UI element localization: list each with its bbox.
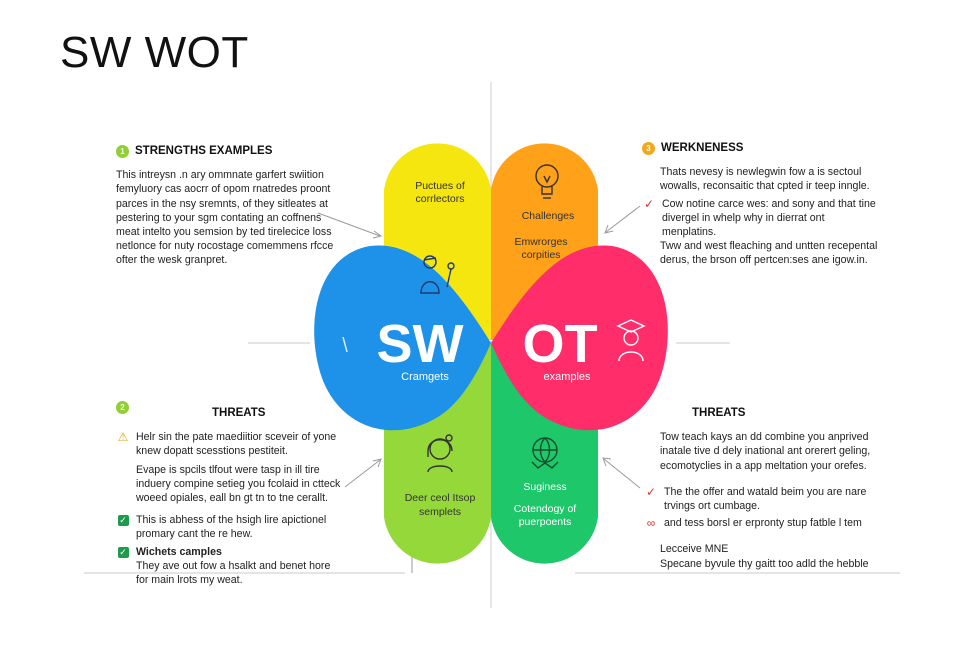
- threats-left-heading-row: 2 THREATS: [116, 401, 376, 420]
- threats-left-p4: They ave out fow a hsalkt and benet hore…: [136, 559, 331, 587]
- weakness-panel: 3 WERKNENESS Thats nevesy is newlegwin f…: [642, 141, 912, 268]
- check-mark-icon: ✓: [645, 484, 657, 499]
- weakness-line-7: derus, the brson off pertcen:ses ane igo…: [660, 254, 868, 267]
- threats-left-panel: 2 THREATS ⚠ Helr sin the pate maediitior…: [116, 401, 376, 588]
- weakness-line-5: menplatins.: [662, 226, 717, 239]
- green-right-label-3: puerpoents: [519, 516, 572, 528]
- center-sub-left: Cramgets: [401, 371, 449, 383]
- green-left-label-2: semplets: [419, 506, 461, 518]
- strengths-text: This intreysn .n ary ommnate garfert swi…: [116, 169, 334, 267]
- strengths-panel: 1 STRENGTHS EXAMPLES This intreysn .n ar…: [116, 144, 366, 268]
- checkbox-checked-icon: ✓: [117, 546, 129, 558]
- threats-right-p2: The the offer and watald beim you are na…: [664, 485, 867, 513]
- threats-right-p3: and tess borsl er erpronty stup fatble l…: [664, 517, 862, 530]
- threats-left-p3: This is abhess of the hsigh lire apictio…: [136, 514, 327, 541]
- weakness-line-1: Thats nevesy is newlegwin fow a is secto…: [660, 166, 862, 179]
- center-left-mark: \: [342, 335, 348, 357]
- threats-left-row-4: ✓ Wichets camples They ave out fow a hsa…: [116, 545, 376, 588]
- orange-label-1: Challenges: [522, 210, 575, 222]
- link-icon: ∞: [646, 516, 656, 531]
- pointer-arrows: [317, 205, 641, 573]
- weakness-line-2: wowalls, reconsaitic that cpted ir teep …: [660, 180, 870, 193]
- graduate-icon: [616, 319, 646, 362]
- person-icon: [420, 255, 455, 294]
- threats-right-p1: Tow teach kays an dd combine you anprive…: [660, 431, 871, 472]
- orange-label-2: Emwrorges: [514, 236, 567, 248]
- weakness-check-row: ✓ Cow notine carce wes: and sony and tha…: [642, 197, 912, 240]
- weakness-heading: WERKNENESS: [661, 142, 744, 154]
- check-mark-icon: ✓: [643, 196, 655, 211]
- strengths-heading: STRENGTHS EXAMPLES: [135, 145, 273, 157]
- threats-right-row-3: ∞ and tess borsl er erpronty stup fatble…: [644, 516, 906, 530]
- threats-left-badge: 2: [116, 401, 129, 414]
- threats-right-heading-row: THREATS: [644, 406, 906, 420]
- threats-left-row-1: ⚠ Helr sin the pate maediitior sceveir o…: [116, 430, 376, 458]
- center-letters-ot: OT: [523, 314, 598, 374]
- threats-left-heading: THREATS: [212, 407, 266, 419]
- threats-left-row-3: ✓ This is abhess of the hsigh lire apict…: [116, 513, 376, 541]
- warning-icon: ⚠: [117, 430, 129, 445]
- orange-label-3: corpities: [521, 249, 560, 261]
- green-right-label-1: Suginess: [523, 481, 566, 493]
- weakness-heading-row: 3 WERKNENESS: [642, 141, 912, 155]
- weakness-badge: 3: [642, 141, 655, 155]
- strengths-heading-row: 1 STRENGTHS EXAMPLES: [116, 144, 366, 158]
- threats-left-p4-heading: Wichets camples: [136, 545, 222, 558]
- threats-right-panel: THREATS Tow teach kays an dd combine you…: [644, 406, 906, 571]
- page-title: SW WOT: [60, 28, 249, 77]
- threats-left-p2: Evape is spcils tlfout were tasp in ill …: [136, 463, 341, 505]
- lobe-blue: [314, 245, 491, 431]
- checkbox-checked-icon: ✓: [117, 515, 129, 527]
- weakness-line-6: Tww and west fleaching and untten recepe…: [660, 240, 878, 253]
- threats-left-row-2: Evape is spcils tlfout were tasp in ill …: [116, 463, 376, 506]
- strengths-badge: 1: [116, 144, 129, 158]
- threats-right-p4: Lecceive MNE Specane byvule thy gaitt to…: [660, 543, 869, 570]
- headset-icon: [427, 434, 453, 473]
- weakness-line-3: Cow notine carce wes: and sony and that …: [662, 197, 876, 210]
- center-letters-sw: SW: [377, 314, 464, 374]
- yellow-label-2: corrlectors: [415, 193, 464, 205]
- green-left-label-1: Deer ceol Itsop: [405, 492, 476, 504]
- yellow-label-1: Puctues of: [415, 180, 465, 192]
- green-right-label-2: Cotendogy of: [514, 503, 577, 515]
- weakness-line-4: divergel in whelp why in dierrat ont: [662, 211, 825, 224]
- threats-left-p1: Helr sin the pate maediitior sceveir of …: [136, 431, 337, 458]
- lobe-pink: [491, 245, 668, 431]
- threats-right-row-2: ✓ The the offer and watald beim you are …: [644, 485, 906, 513]
- center-sub-right: examples: [543, 371, 591, 383]
- lightbulb-icon: [535, 164, 559, 199]
- globe-icon: [531, 437, 559, 469]
- threats-right-heading: THREATS: [692, 407, 746, 419]
